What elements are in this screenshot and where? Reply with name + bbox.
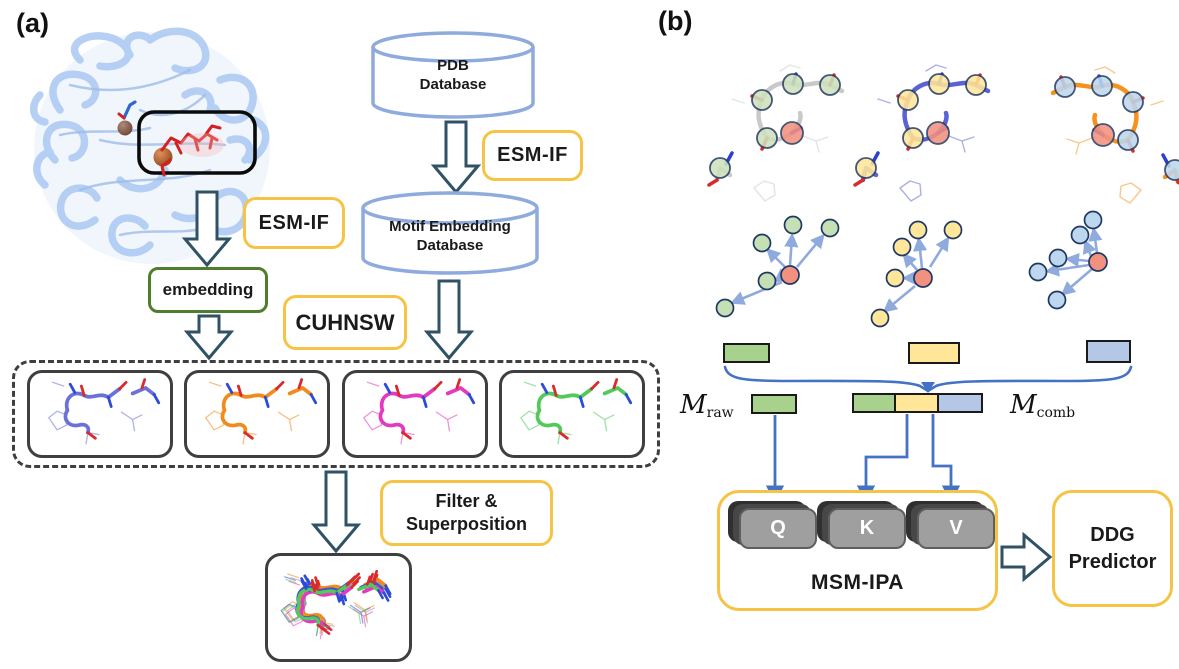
- m-comb-label: Mcomb: [1010, 390, 1075, 421]
- retrieved-motifs-container: [12, 360, 660, 468]
- query-card: Q: [739, 508, 817, 549]
- feature-chip-green: [723, 343, 770, 363]
- pdb-database-line1: PDB: [437, 57, 469, 75]
- knn-graph-blue: [1028, 210, 1108, 310]
- arrow-right-icon: [1000, 531, 1053, 583]
- ddg-line1: DDG: [1090, 523, 1135, 546]
- active-site-outline: [137, 110, 257, 175]
- motif-database-line2: Database: [416, 237, 484, 254]
- arrow-down-icon: [423, 279, 475, 361]
- key-card: K: [828, 508, 906, 549]
- motif-database-line1: Motif Embedding: [389, 218, 511, 236]
- metal-sphere-small: [117, 120, 133, 136]
- cuhnsw-box: CUHNSW: [283, 295, 407, 350]
- feature-chip-blue: [1086, 340, 1131, 363]
- motif-structure-gray: [709, 65, 842, 201]
- pdb-database-line2: Database: [419, 76, 487, 93]
- panel-b-label: (b): [658, 6, 693, 36]
- protein-structure-image: [30, 27, 270, 264]
- feature-chip-yellow: [908, 342, 960, 364]
- m-raw-subscript: raw: [706, 405, 734, 422]
- arrow-down-icon: [430, 120, 482, 195]
- knn-graph-yellow: [870, 220, 963, 328]
- pdb-database-cylinder: [371, 31, 535, 119]
- brace-arrowhead-icon: [921, 382, 935, 393]
- m-raw-letter: M: [680, 390, 707, 420]
- m-comb-chip-green: [852, 393, 895, 413]
- arrow-down-icon: [181, 190, 233, 268]
- retrieved-motif-green: [498, 370, 645, 458]
- retrieved-motif-orange: [184, 370, 331, 458]
- esm-if-box-right: ESM-IF: [482, 130, 583, 181]
- feature-connectors: [765, 414, 961, 504]
- esm-if-box-left: ESM-IF: [243, 197, 345, 249]
- filter-line1: Filter &: [435, 490, 498, 511]
- knn-graph-green: [715, 215, 840, 318]
- m-comb-subscript: comb: [1036, 405, 1076, 422]
- ddg-predictor-box: DDG Predictor: [1052, 490, 1173, 607]
- m-comb-chip: [852, 393, 983, 413]
- arrow-down-icon: [310, 470, 362, 554]
- m-comb-chip-yellow: [895, 393, 938, 413]
- m-raw-chip: [751, 394, 797, 414]
- embedding-box: embedding: [148, 267, 268, 313]
- superposition-result-box: [265, 553, 412, 662]
- pdb-database-label: PDB Database: [373, 52, 533, 100]
- value-card: V: [917, 508, 995, 549]
- m-raw-label: Mraw: [680, 390, 734, 421]
- motif-structure-blue: [855, 65, 988, 201]
- m-comb-letter: M: [1010, 390, 1037, 420]
- msm-ipa-title: MSM-IPA: [811, 571, 904, 594]
- retrieved-motif-purple: [27, 370, 173, 458]
- motif-structure-orange: [1053, 67, 1179, 203]
- motif-database-label: Motif Embedding Database: [363, 212, 537, 262]
- ddg-line2: Predictor: [1068, 550, 1157, 573]
- filter-line2: Superposition: [406, 514, 527, 534]
- arrow-down-icon: [183, 314, 235, 361]
- motif-embedding-database-cylinder: [361, 191, 539, 275]
- blue-stick-residue: [117, 100, 137, 120]
- panel-a-label: (a): [16, 8, 49, 38]
- ligand-red-sticks: [160, 124, 222, 177]
- filter-superposition-box: Filter & Superposition: [380, 480, 553, 546]
- m-comb-chip-blue: [938, 393, 983, 413]
- retrieved-motif-magenta: [341, 370, 488, 458]
